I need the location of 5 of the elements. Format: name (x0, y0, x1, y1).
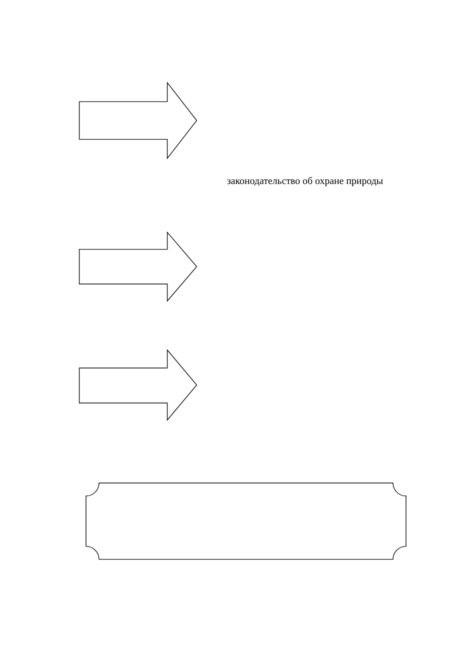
block-arrow (78, 82, 198, 160)
plaque-box (86, 482, 406, 560)
block-arrow (78, 349, 198, 421)
text-label: законодательство об охране природы (227, 176, 383, 186)
block-arrow (78, 231, 198, 302)
